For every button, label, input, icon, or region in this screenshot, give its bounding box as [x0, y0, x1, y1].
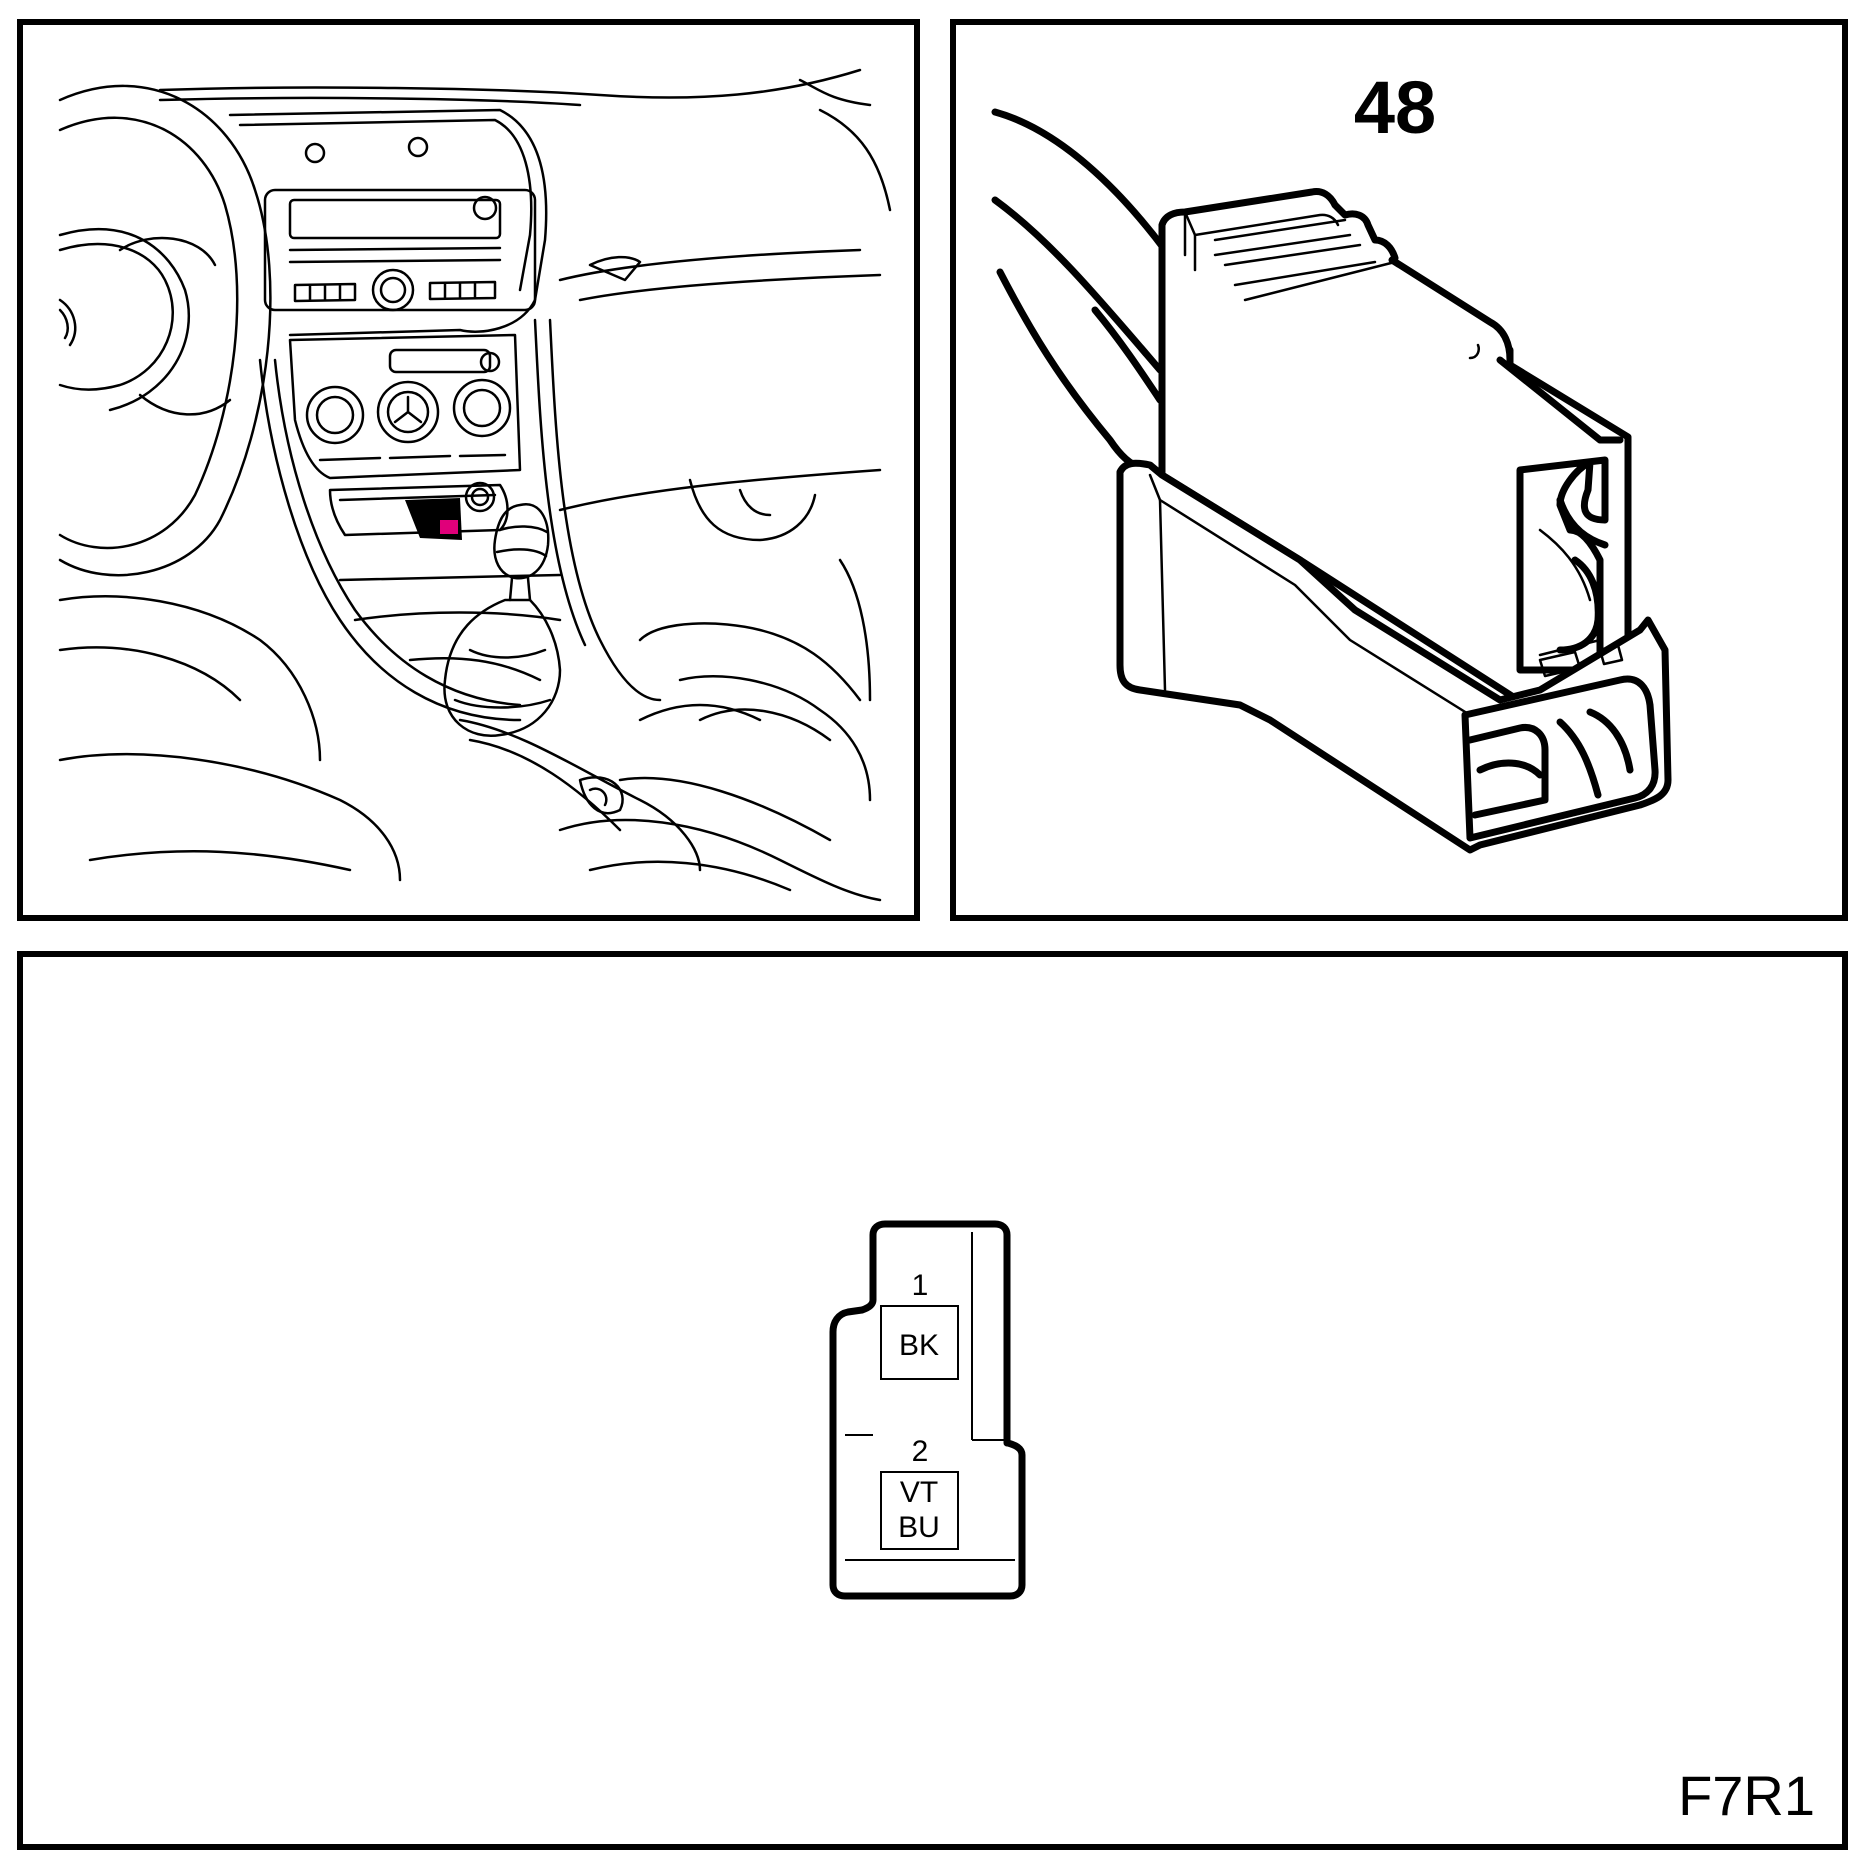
connector-code: F7R1 [1678, 1764, 1815, 1827]
pin-1-number: 1 [912, 1269, 929, 1302]
pin-1-color: BK [899, 1329, 939, 1362]
pin-2-color-1: VT [900, 1476, 938, 1509]
location-highlight [440, 520, 458, 534]
connector-number: 48 [1354, 66, 1436, 149]
vehicle-interior-illustration [58, 68, 892, 902]
pin-1-box [880, 1305, 959, 1380]
pin-2: 2 VT BU [880, 1435, 959, 1550]
pin-1: 1 BK [880, 1269, 959, 1380]
location-view-panel [17, 19, 920, 921]
pin-2-color-2: BU [898, 1511, 940, 1544]
pin-2-number: 2 [912, 1435, 929, 1468]
connector-3d-illustration [991, 108, 1672, 854]
pin-2-box [880, 1471, 959, 1550]
